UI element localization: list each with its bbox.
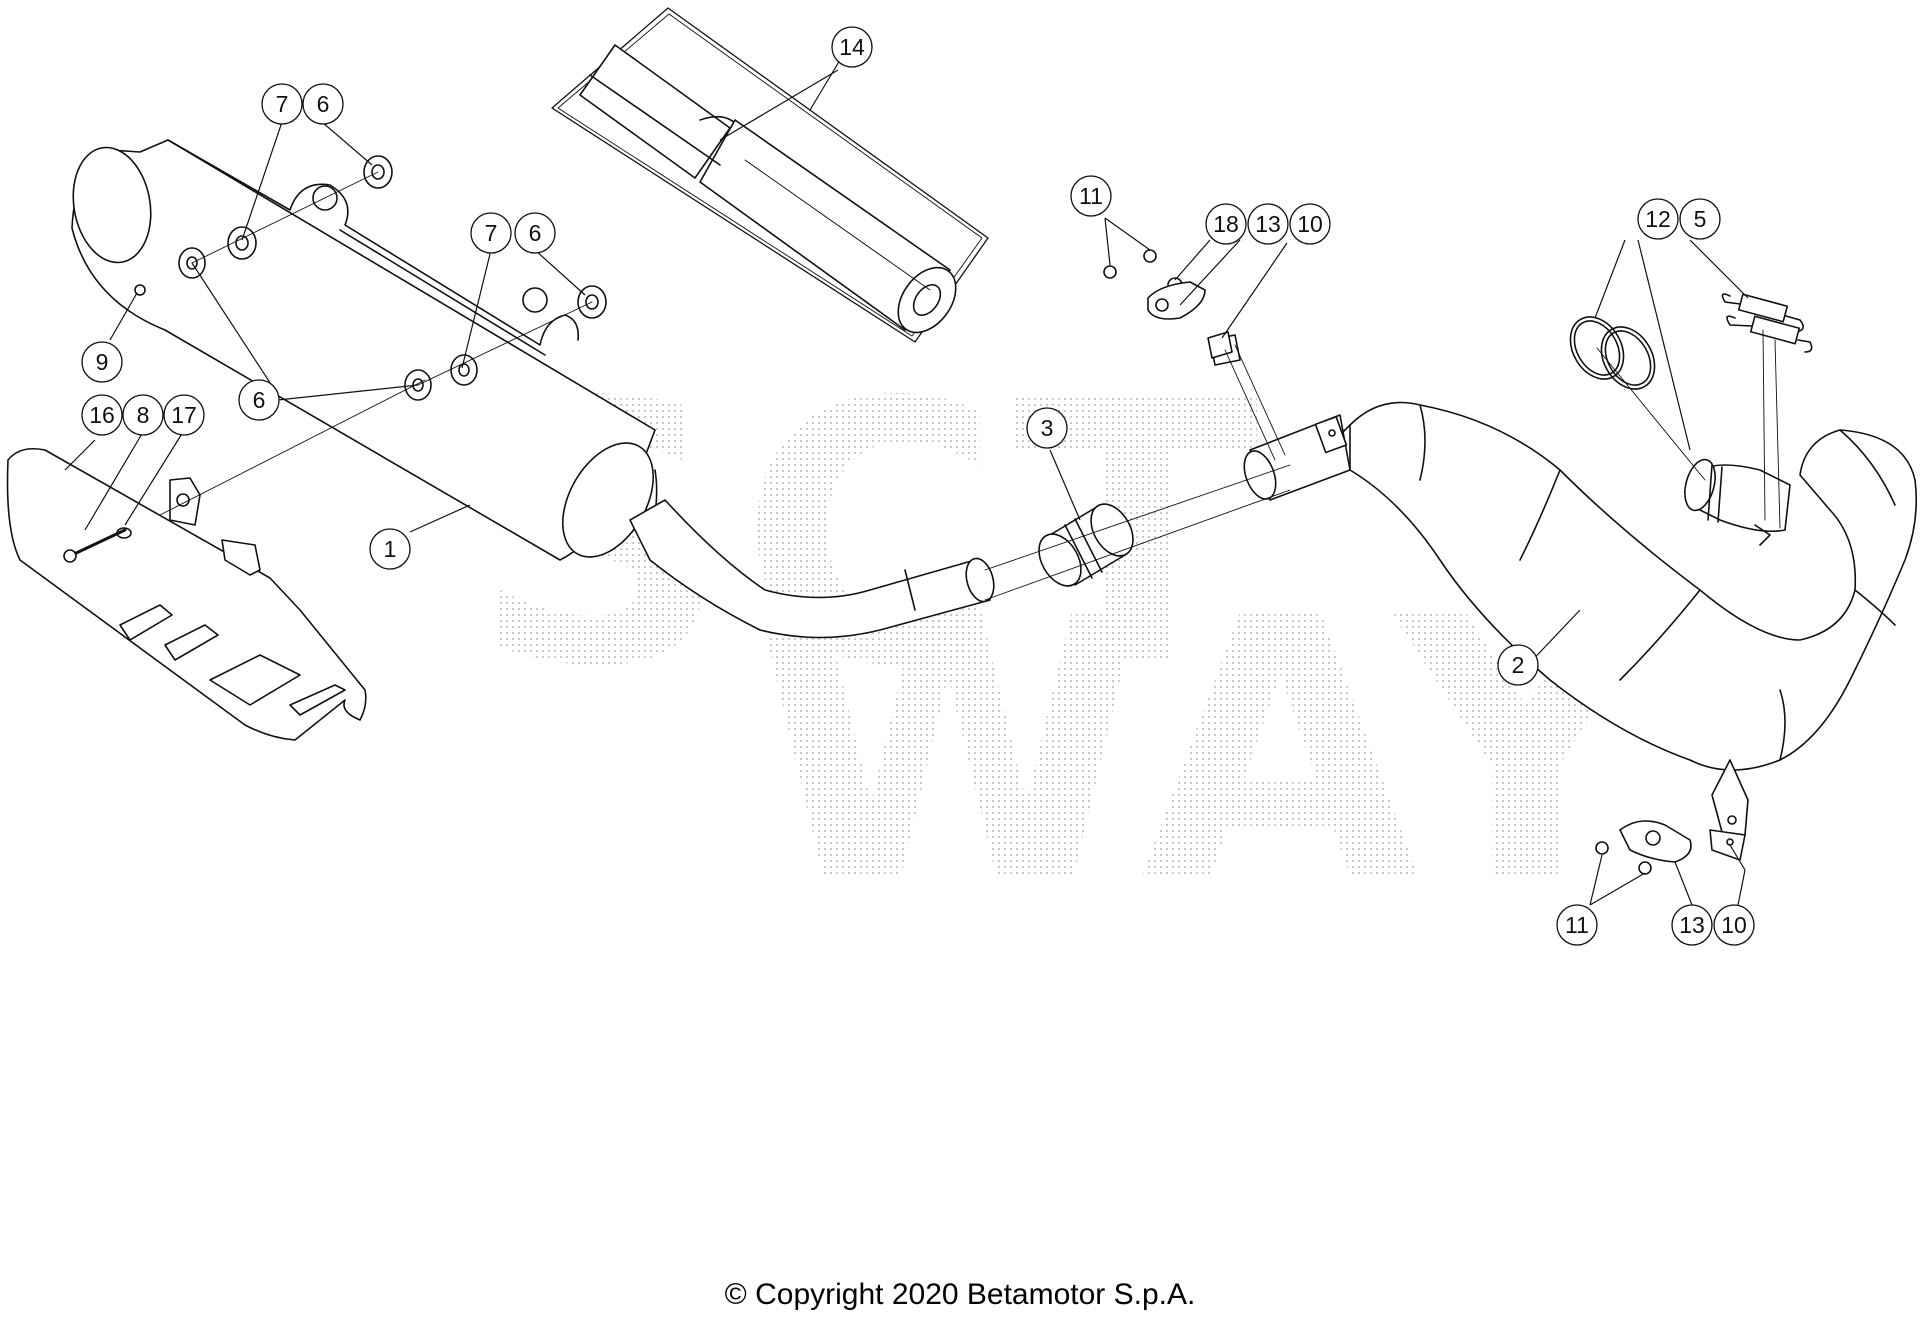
callout-3: 3 (1026, 407, 1068, 449)
callout-7-label: 7 (276, 91, 289, 117)
callout-11b: 11 (1556, 904, 1598, 946)
callout-9-label: 9 (96, 349, 109, 375)
callout-13a: 13 (1247, 203, 1289, 245)
callout-6a: 6 (302, 83, 344, 125)
callout-13b: 13 (1671, 904, 1713, 946)
callout-18-label: 18 (1213, 211, 1239, 237)
upper-mount-part (1103, 249, 1233, 359)
callout-5-label: 5 (1694, 206, 1707, 232)
callout-8-label: 8 (137, 402, 150, 428)
silencer-part (71, 139, 995, 639)
callout-1: 1 (369, 528, 411, 570)
callout-11a: 11 (1070, 175, 1112, 217)
callout-7-label: 7 (485, 220, 498, 246)
callout-17: 17 (163, 394, 205, 436)
callout-6-label: 6 (529, 220, 542, 246)
callout-17-label: 17 (171, 402, 197, 428)
callout-6-label: 6 (317, 91, 330, 117)
copyright-notice: © Copyright 2020 Betamotor S.p.A. (724, 1278, 1196, 1311)
callout-1-label: 1 (384, 536, 397, 562)
callout-7a: 7 (261, 83, 303, 125)
callout-12: 12 (1637, 198, 1679, 240)
callout-8: 8 (122, 394, 164, 436)
springs-part (1721, 293, 1813, 353)
callout-7b: 7 (470, 212, 512, 254)
callout-6c: 6 (238, 379, 280, 421)
callout-10b: 10 (1713, 904, 1755, 946)
o-rings-part (1569, 316, 1656, 390)
callout-10-label: 10 (1721, 912, 1747, 938)
callout-9: 9 (81, 341, 123, 383)
callout-10a: 10 (1289, 203, 1331, 245)
callout-18: 18 (1205, 203, 1247, 245)
callout-3-label: 3 (1041, 415, 1054, 441)
callout-5: 5 (1679, 198, 1721, 240)
assembly-guide-lines (159, 171, 1781, 601)
callout-11-label: 11 (1079, 183, 1103, 209)
callout-6-label: 6 (253, 387, 266, 413)
callout-13-label: 13 (1679, 912, 1705, 938)
callout-2: 2 (1497, 644, 1539, 686)
callouts: 14 7 6 7 6 9 6 16 8 17 1 3 11 18 13 10 1… (81, 26, 1755, 946)
callout-16-label: 16 (89, 402, 115, 428)
lower-mount-part (1595, 820, 1746, 875)
callout-14-label: 14 (839, 34, 865, 60)
callout-12-label: 12 (1645, 206, 1671, 232)
silencer-packing-part (551, 7, 989, 343)
watermark: SCT WAY (470, 326, 1656, 960)
coupling-sleeve-part (1038, 503, 1134, 587)
callout-16: 16 (81, 394, 123, 436)
callout-11-label: 11 (1565, 912, 1589, 938)
heat-shield-part (6, 447, 367, 741)
callout-2-label: 2 (1512, 652, 1525, 678)
callout-13-label: 13 (1255, 211, 1281, 237)
callout-14: 14 (831, 26, 873, 68)
callout-10-label: 10 (1297, 211, 1323, 237)
callout-6b: 6 (514, 212, 556, 254)
